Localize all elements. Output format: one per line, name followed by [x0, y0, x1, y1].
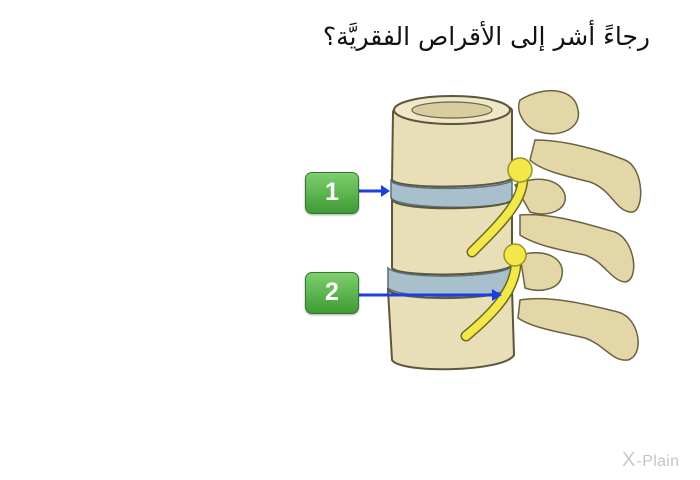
vertebral-processes: [515, 91, 641, 360]
xplain-logo: X-Plain: [622, 449, 679, 472]
upper-vertebra: [392, 96, 512, 187]
arrow-right-icon: [359, 185, 390, 197]
choice-button-1[interactable]: 1: [305, 172, 359, 214]
logo-text: -Plain: [637, 453, 680, 470]
choice-button-2[interactable]: 2: [305, 272, 359, 314]
logo-x: X: [622, 449, 636, 471]
